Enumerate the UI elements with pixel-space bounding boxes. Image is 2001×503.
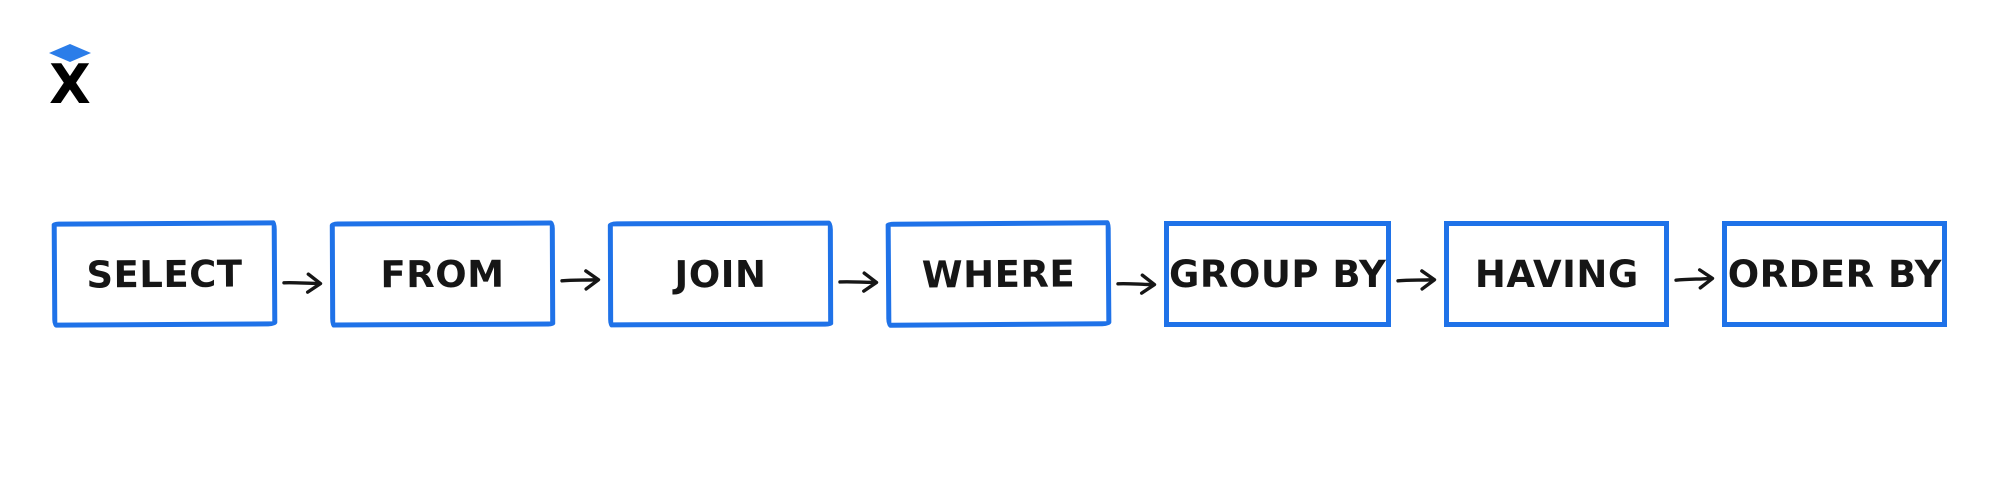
flow-node-having: HAVING — [1444, 221, 1670, 327]
arrow-slot — [1391, 221, 1444, 327]
flow-node-label: ORDER BY — [1727, 252, 1942, 296]
arrow-right-icon — [1396, 269, 1437, 291]
arrow-slot — [1111, 221, 1164, 327]
flow-node-label: JOIN — [674, 252, 767, 296]
arrow-right-icon — [1115, 273, 1156, 295]
flow-node-label: HAVING — [1474, 252, 1639, 296]
flow-node-label: GROUP BY — [1169, 252, 1387, 296]
arrow-right-icon — [837, 271, 878, 293]
arrow-slot — [1669, 221, 1722, 327]
sql-order-flow: SELECT FROM JOIN WHE — [51, 220, 1948, 328]
flow-node-select: SELECT — [51, 220, 278, 328]
flow-node-join: JOIN — [607, 220, 834, 328]
brand-logo: X — [46, 44, 94, 116]
flow-node-label: FROM — [380, 252, 505, 296]
flow-node-from: FROM — [329, 220, 556, 328]
flow-node-group-by: GROUP BY — [1164, 221, 1392, 327]
arrow-right-icon — [1674, 268, 1715, 290]
arrow-slot — [277, 221, 330, 327]
logo-letter: X — [49, 53, 91, 116]
flow-node-order-by: ORDER BY — [1722, 221, 1948, 327]
flow-node-label: WHERE — [921, 251, 1076, 297]
flow-node-label: SELECT — [86, 252, 243, 296]
logo-diamond-icon — [49, 44, 91, 62]
arrow-right-icon — [281, 272, 322, 294]
arrow-right-icon — [559, 269, 600, 291]
flow-node-where: WHERE — [885, 220, 1112, 328]
arrow-slot — [555, 221, 608, 327]
arrow-slot — [833, 221, 886, 327]
